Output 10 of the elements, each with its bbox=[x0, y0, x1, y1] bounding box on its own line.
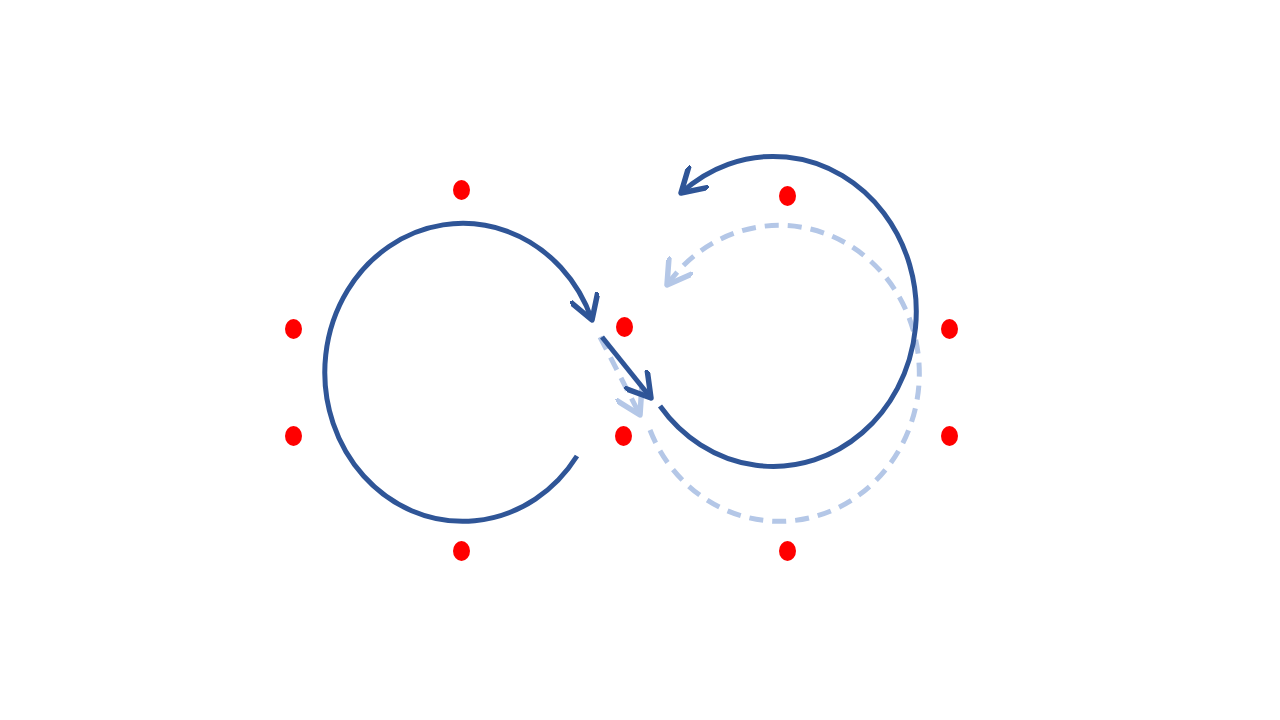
dot-marker bbox=[452, 541, 470, 561]
dot-marker bbox=[452, 180, 470, 200]
dot-marker bbox=[940, 426, 958, 446]
dot-marker bbox=[614, 426, 632, 446]
dot-marker bbox=[284, 319, 302, 339]
dot-marker bbox=[284, 426, 302, 446]
dot-marker bbox=[778, 541, 796, 561]
dot-marker bbox=[615, 317, 633, 337]
dot-marker bbox=[940, 319, 958, 339]
dot-marker bbox=[778, 186, 796, 206]
